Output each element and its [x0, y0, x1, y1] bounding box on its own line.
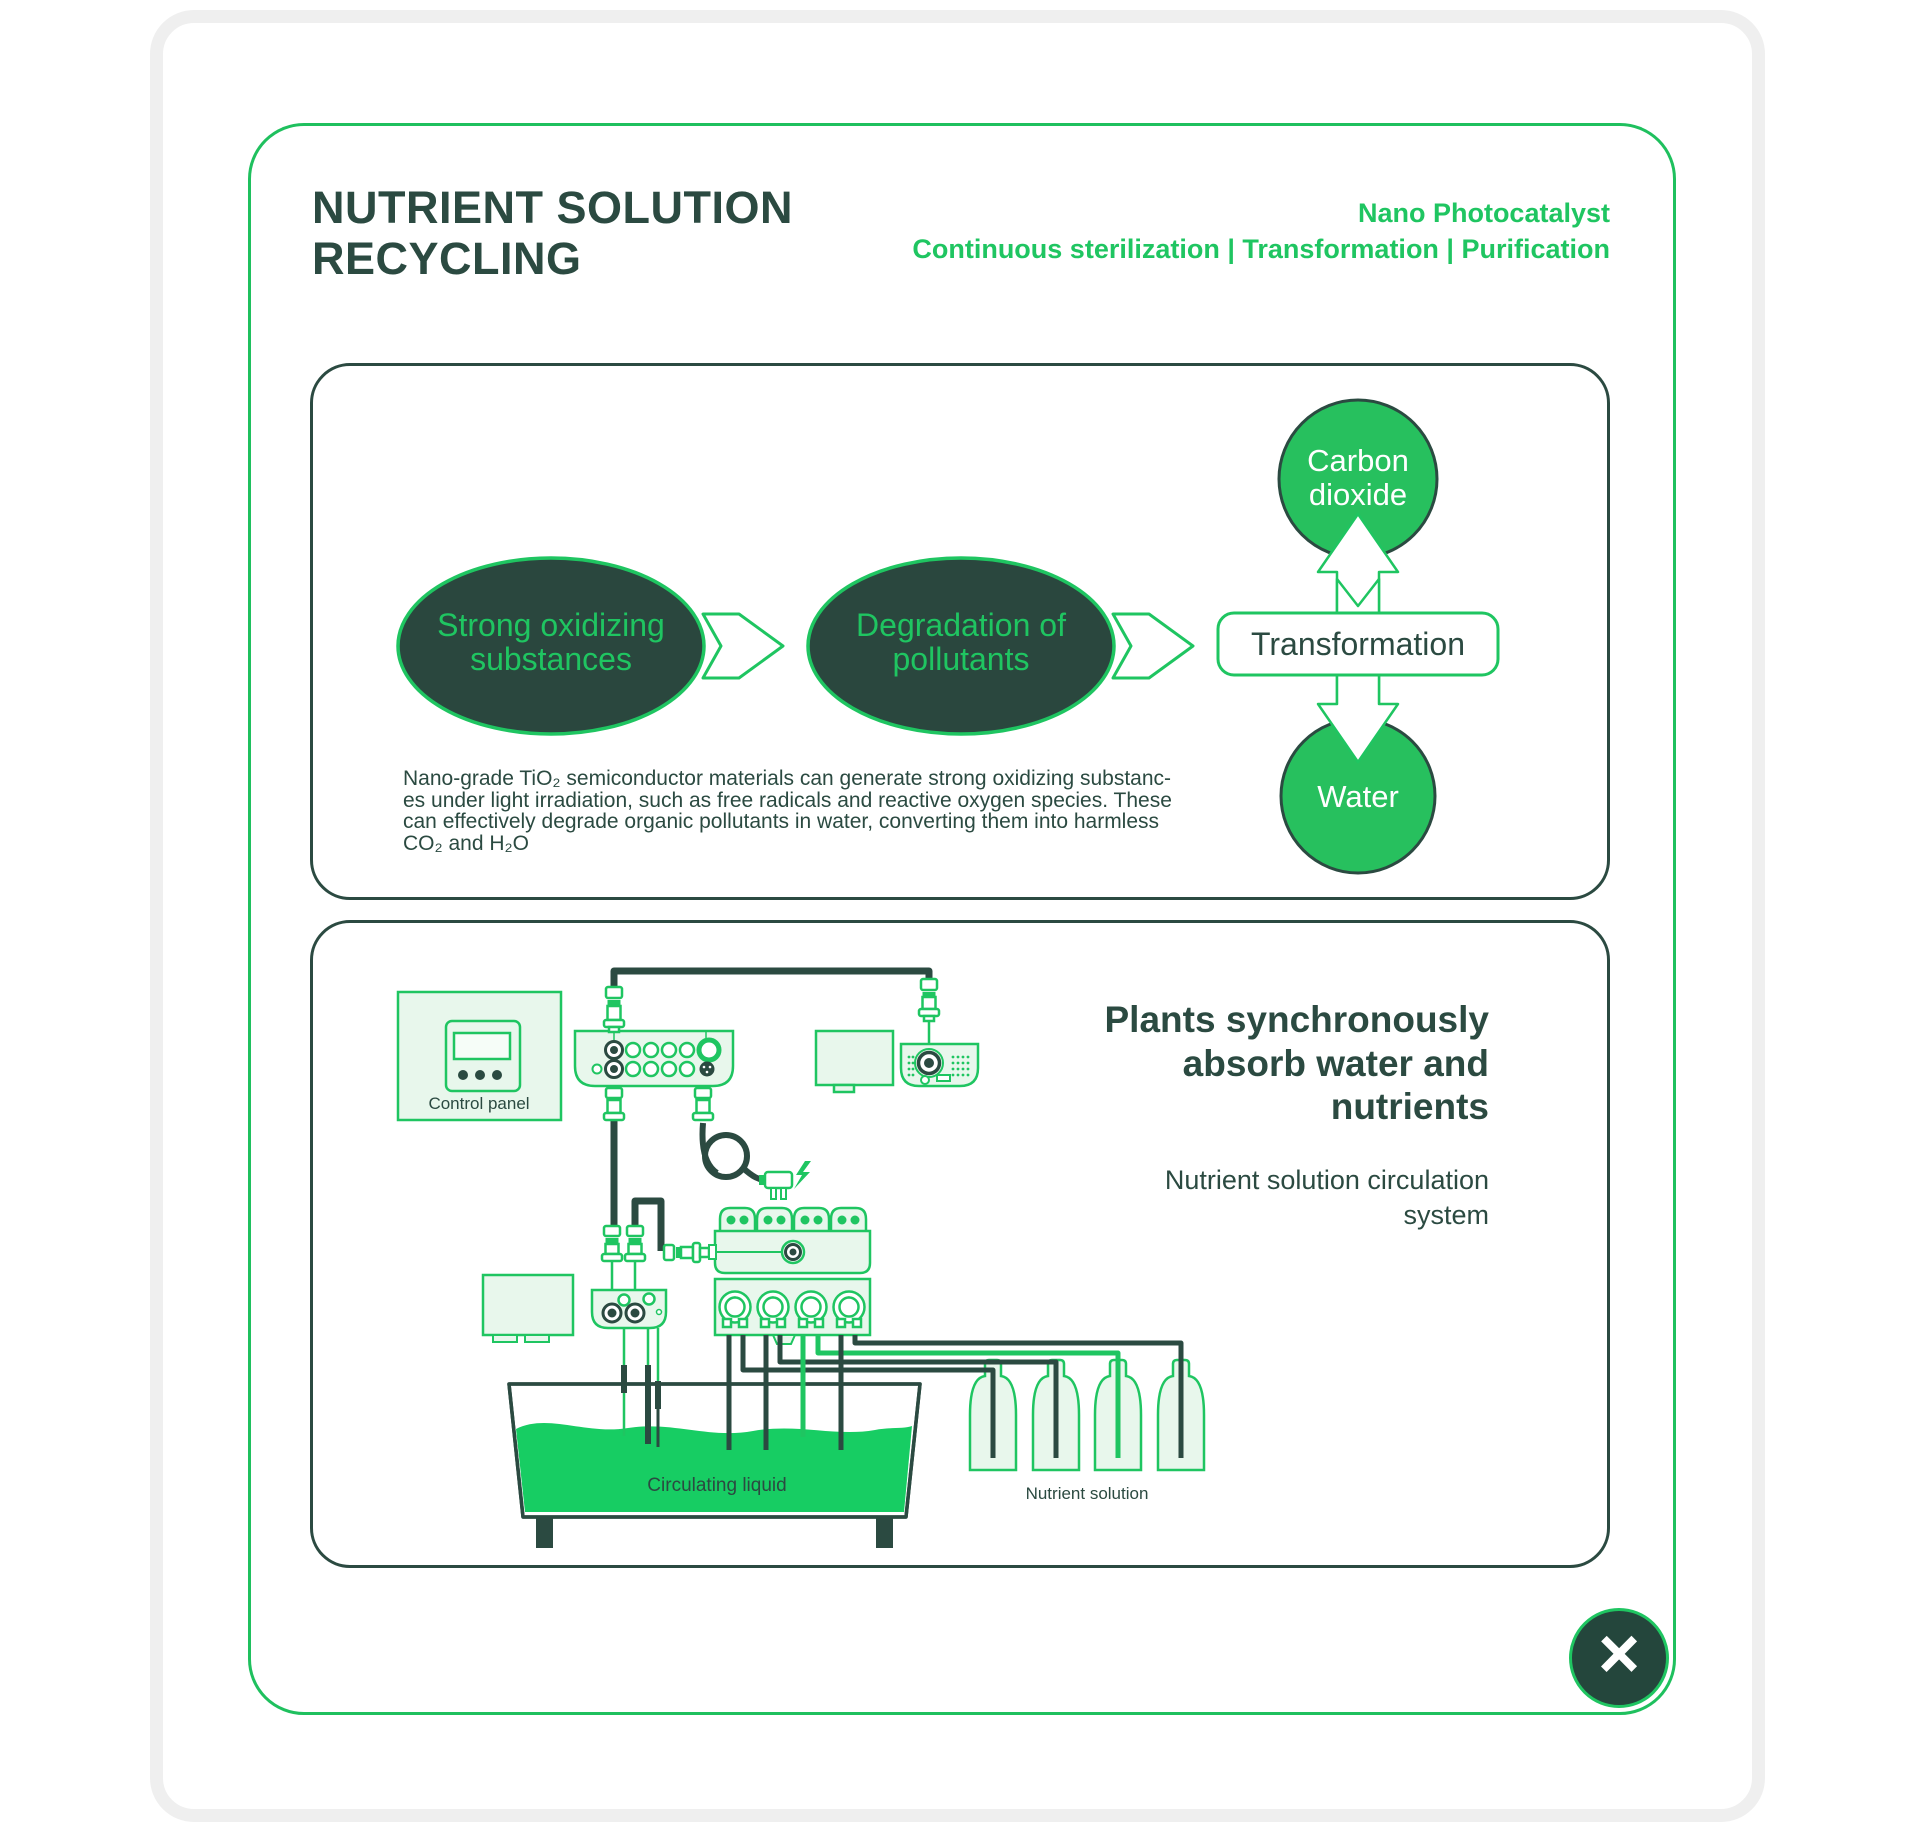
control-screen [452, 1031, 512, 1061]
degradation-line1: Degradation of [856, 607, 1066, 643]
nutrient-solution-label: Nutrient solution [1026, 1484, 1149, 1503]
tube-connector [917, 977, 941, 1023]
close-button[interactable]: × [1569, 1608, 1669, 1708]
carbon-dioxide-line1: Carbon [1307, 443, 1409, 478]
equipment-box [481, 1273, 575, 1343]
power-plug-icon [759, 1161, 811, 1200]
tagline-line1: Nano Photocatalyst [1357, 198, 1610, 228]
description-line: CO₂ and H₂O [403, 831, 530, 855]
tube-connector [602, 1086, 626, 1122]
tube-connector [600, 1224, 624, 1263]
degradation-line2: pollutants [893, 641, 1030, 677]
system-headline: Plants synchronously absorb water and nu… [1105, 998, 1490, 1129]
description-line: Nano-grade TiO₂ semiconductor materials … [403, 767, 1172, 790]
tagline-line2: Continuous sterilization | Transformatio… [912, 233, 1610, 264]
equipment-box [814, 1029, 895, 1094]
page-title-line1: NUTRIENT SOLUTION [312, 182, 793, 233]
tubing [726, 1335, 1184, 1458]
close-icon: × [1597, 1614, 1641, 1694]
circulation-pump [899, 1042, 980, 1088]
sterilizer-unit [573, 1029, 735, 1088]
description-line: es under light irradiation, such as free… [403, 788, 1172, 812]
tube-connector [662, 1241, 711, 1264]
system-panel: Control panel [310, 920, 1610, 1568]
flow-arrow-icon [1111, 612, 1195, 680]
degradation-ellipse [806, 556, 1116, 736]
headline-line2: absorb water and [1182, 1042, 1489, 1084]
page-title: NUTRIENT SOLUTION RECYCLING [312, 182, 793, 285]
water-label: Water [1317, 779, 1399, 814]
transformation-label: Transformation [1251, 626, 1465, 662]
subheadline-line2: system [1403, 1199, 1489, 1230]
description-line: can effectively degrade organic pollutan… [403, 810, 1160, 833]
nutrient-bottles [968, 1358, 1206, 1472]
carbon-dioxide-line2: dioxide [1309, 477, 1407, 512]
sensor-probes [621, 1328, 661, 1447]
process-diagram: Strong oxidizing substances Degradation … [396, 398, 1500, 875]
tank-leg [536, 1517, 553, 1548]
control-panel: Control panel [396, 990, 563, 1122]
process-panel: Strong oxidizing substances Degradation … [310, 363, 1610, 900]
peristaltic-pump-unit [713, 1277, 872, 1345]
headline-line3: nutrients [1330, 1086, 1489, 1128]
pipe [610, 967, 933, 989]
transformation-box [1216, 611, 1500, 677]
control-panel-label: Control panel [428, 1094, 529, 1113]
lightning-bolt-icon [794, 1161, 811, 1189]
flow-arrow-icon [701, 612, 785, 680]
subheadline-line1: Nutrient solution circulation [1164, 1165, 1489, 1195]
tube-connector [691, 1086, 715, 1122]
speaker-dots [907, 1055, 970, 1077]
liquid [516, 1423, 912, 1512]
system-diagram: Control panel [396, 967, 1206, 1548]
page-title-line2: RECYCLING [312, 233, 582, 285]
strong-oxidizing-line2: substances [470, 641, 632, 677]
sensor-unit [590, 1288, 668, 1330]
process-description: Nano-grade TiO₂ semiconductor materials … [403, 768, 1263, 854]
tank-leg [876, 1517, 893, 1548]
tube-connector [623, 1224, 647, 1263]
tube-connector [602, 985, 626, 1034]
strong-oxidizing-ellipse [396, 556, 706, 736]
dosing-manifold [708, 1206, 872, 1275]
circulation-tank [507, 1382, 922, 1519]
circulating-liquid-label: Circulating liquid [647, 1475, 786, 1496]
tagline: Nano Photocatalyst Continuous sterilizat… [912, 196, 1610, 267]
system-subheadline: Nutrient solution circulation system [1165, 1163, 1489, 1232]
headline-line1: Plants synchronously [1104, 999, 1490, 1040]
tube [610, 1261, 637, 1290]
cable-coil-icon [702, 1132, 750, 1180]
pipe [631, 1197, 665, 1251]
strong-oxidizing-line1: Strong oxidizing [437, 607, 665, 643]
